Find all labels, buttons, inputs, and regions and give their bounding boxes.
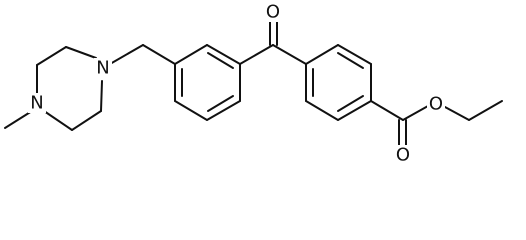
bond-ringA-inner-1 [207,52,234,69]
bond-ringA-inner-2 [207,95,234,112]
atom-n-top: N [96,58,109,79]
bond-pip-5 [71,110,102,131]
bond-pip-6 [43,110,73,131]
atom-labels: N N O O O [28,2,445,166]
bond-ringB-5 [305,100,339,121]
bond-ch2-ring [142,44,176,65]
bond-ethyl-ch2-ch3 [468,100,503,121]
bond-ringA-2 [206,44,241,65]
chemical-structure: N N O O O [4,2,503,166]
atom-n-bottom: N [30,93,43,114]
bond-o-ethyl-ch2 [444,106,470,121]
bond-ringA-1 [174,44,208,65]
bond-ringA-carbonyl [239,44,274,65]
atom-bg-n-top [94,58,112,78]
atom-o-ester-single: O [429,94,443,115]
atom-bg-o-ester-single [427,94,445,114]
bond-ringA-5 [174,100,208,121]
bond-ringB-inner-2 [337,95,364,112]
bond-methyl-n [4,110,33,129]
bond-ringB-1 [305,44,339,65]
bond-pip-4 [100,80,103,112]
atom-bg-o-ketone [264,2,282,22]
bond-ester-c-o-single [402,105,429,121]
bond-ringB-ester-c [370,100,404,121]
bond-pip-3 [65,46,97,59]
atom-bg-o-ester-double [394,145,412,165]
bond-ringA-4 [206,100,241,121]
bond-ringB-4 [337,100,372,121]
bond-pip-2 [36,46,67,66]
bond-ringB-inner-1 [337,52,364,69]
bond-ringB-2 [337,44,372,65]
bond-n-ch2 [109,44,144,65]
atom-o-ester-double: O [396,145,410,166]
bond-carbonyl-ringB [272,44,307,65]
atom-o-ketone: O [266,2,280,23]
atom-bg-n-bottom [28,93,46,113]
bonds [4,18,503,146]
